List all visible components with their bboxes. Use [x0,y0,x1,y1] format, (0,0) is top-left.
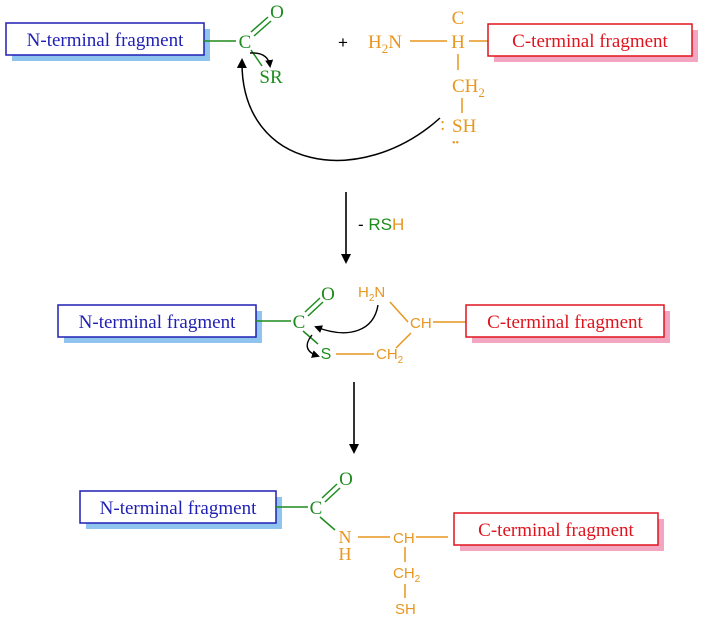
alpha-hydrogen: H [451,32,465,53]
alpha-carbon-3: CH [393,530,415,547]
carbonyl-carbon: C [239,32,252,53]
carbonyl-carbon-3: C [310,498,323,519]
amine-group: H2N [368,32,402,56]
c-o-double-bond-3a [321,483,338,499]
nucleophilic-attack-arrow [236,58,441,161]
c-fragment-label: C-terminal fragment [512,31,668,52]
alpha-carbon: C [452,8,465,29]
c-o-double-bond-b [253,20,272,37]
carbonyl-oxygen-3: O [339,469,353,490]
carbonyl-carbon-2: C [293,312,306,333]
n-fragment-box-3 [79,490,277,524]
c-o-double-bond-2b [307,301,324,317]
amine-group-2: H2N [358,284,385,304]
calpha-cbeta-bond-2 [395,332,412,349]
carbonyl-oxygen: O [270,2,284,23]
n-fragment-label: N-terminal fragment [27,30,184,51]
beta-methylene: CH2 [452,76,485,100]
carbonyl-oxygen-2: O [321,284,335,305]
c-n-amide-bond [319,516,336,531]
beta-methylene-3: CH2 [393,565,421,585]
step1-reactants: N-terminal fragment C O SR + H2N C H CH2… [5,2,698,161]
n-calpha-bond-2 [389,301,409,323]
thiol-group: SH [452,116,477,137]
leaving-group-arrow [249,52,274,68]
c-fragment-box-3 [453,512,659,546]
plus-sign: + [338,33,348,52]
beta-methylene-2: CH2 [376,346,404,366]
sulfur-atom: S [321,346,332,363]
thiol-group-3: SH [395,601,416,618]
step2-thioester-intermediate: N-terminal fragment C O S H2N CH CH2 C-t… [57,284,670,366]
alpha-carbon-2: CH [410,315,432,332]
step3-amide-product: N-terminal fragment C O N H CH CH2 SH C-… [79,469,664,618]
n-fragment-label-3: N-terminal fragment [100,498,257,519]
thiolate-leaving-arrow [306,334,320,358]
n-fragment-box [5,22,205,56]
amine-attack-arrow [314,304,379,334]
amide-nitrogen: N [339,527,352,547]
c-o-double-bond-2a [304,297,321,313]
c-o-double-bond-3b [324,487,341,503]
c-o-double-bond-a [250,16,269,33]
n-fragment-label-2: N-terminal fragment [79,312,236,333]
sr-group: SR [259,67,283,88]
lone-pair-left: : [440,114,445,135]
c-fragment-box [487,23,693,57]
c-fragment-label-3: C-terminal fragment [478,520,634,541]
rsh-byproduct: - RSH [358,215,404,234]
c-fragment-label-2: C-terminal fragment [487,312,643,333]
lone-pair-bottom: •• [452,138,459,149]
amide-hydrogen: H [339,544,352,564]
c-fragment-box-2 [465,304,665,338]
